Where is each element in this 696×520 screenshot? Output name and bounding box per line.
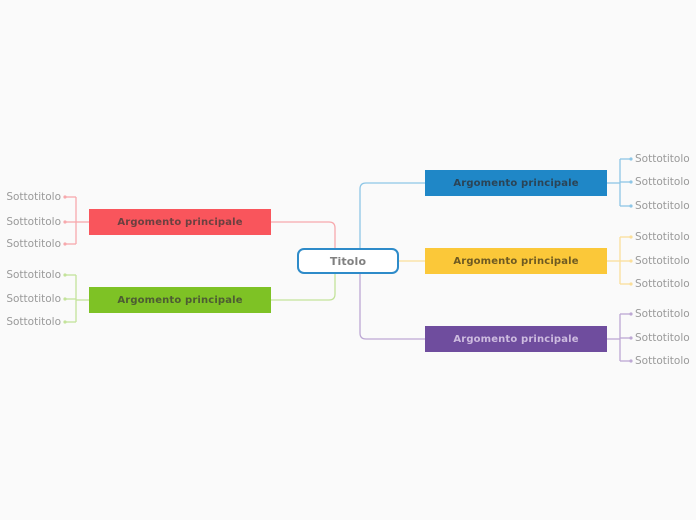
connector-dot [63, 195, 67, 199]
branch-node-label: Argomento principale [453, 177, 579, 189]
leaf-label[interactable]: Sottotitolo [6, 238, 61, 250]
branch-node-branch-purple[interactable]: Argomento principale [425, 326, 607, 352]
connector-dot [629, 336, 633, 340]
connector-dot [629, 204, 633, 208]
leaf-label[interactable]: Sottotitolo [635, 176, 690, 188]
leaf-label[interactable]: Sottotitolo [635, 200, 690, 212]
root-node-label: Titolo [329, 254, 367, 268]
leaf-label[interactable]: Sottotitolo [635, 308, 690, 320]
connector-dot [629, 180, 633, 184]
leaf-label[interactable]: Sottotitolo [635, 355, 690, 367]
connector-dot [629, 359, 633, 363]
leaf-label[interactable]: Sottotitolo [6, 293, 61, 305]
connector-dot [629, 235, 633, 239]
branch-node-branch-green[interactable]: Argomento principale [89, 287, 271, 313]
connector-dot [629, 312, 633, 316]
branch-node-label: Argomento principale [453, 333, 579, 345]
leaf-label[interactable]: Sottotitolo [635, 332, 690, 344]
branch-node-branch-red[interactable]: Argomento principale [89, 209, 271, 235]
leaf-label[interactable]: Sottotitolo [635, 278, 690, 290]
connector-dot [63, 220, 67, 224]
branch-node-branch-yellow[interactable]: Argomento principale [425, 248, 607, 274]
branch-node-branch-blue[interactable]: Argomento principale [425, 170, 607, 196]
connector-dot [63, 297, 67, 301]
leaf-label[interactable]: Sottotitolo [6, 191, 61, 203]
connector-dot [63, 320, 67, 324]
connector-dot [63, 242, 67, 246]
branch-node-label: Argomento principale [453, 255, 579, 267]
root-node[interactable]: Titolo [297, 248, 399, 274]
connector-dot [629, 282, 633, 286]
connector-line [359, 182, 425, 248]
connector-dot [629, 259, 633, 263]
connector-dot [63, 273, 67, 277]
connector-line [271, 274, 336, 301]
leaf-label[interactable]: Sottotitolo [635, 231, 690, 243]
connector-dot [629, 157, 633, 161]
leaf-label[interactable]: Sottotitolo [6, 316, 61, 328]
connector-line [271, 221, 336, 248]
leaf-label[interactable]: Sottotitolo [635, 153, 690, 165]
connector-line [359, 274, 425, 340]
leaf-label[interactable]: Sottotitolo [635, 255, 690, 267]
leaf-label[interactable]: Sottotitolo [6, 269, 61, 281]
leaf-label[interactable]: Sottotitolo [6, 216, 61, 228]
branch-node-label: Argomento principale [117, 294, 243, 306]
branch-node-label: Argomento principale [117, 216, 243, 228]
